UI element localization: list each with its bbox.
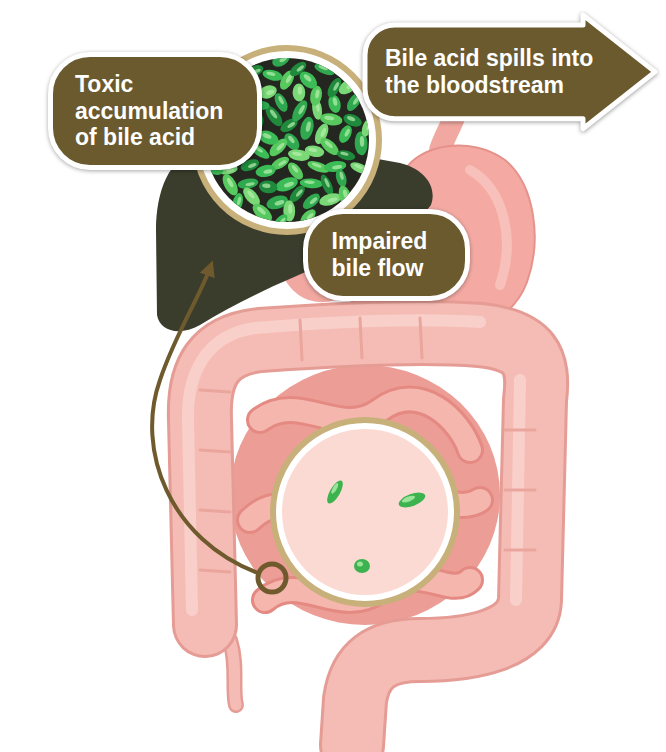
bile-cell [334,168,349,189]
callout-text: Impaired bile flow [332,228,441,282]
bile-cell-highlight [266,71,276,77]
bile-cell-highlight [245,182,255,187]
bile-cell-highlight [345,81,356,91]
bile-cell [270,49,293,70]
bile-cell [287,59,308,79]
bile-cell-highlight [262,132,272,140]
bile-cell-highlight [346,115,356,122]
bile-cell [304,144,325,159]
bile-cell [342,111,364,129]
bile-cell [313,61,337,77]
bile-cell [292,83,305,101]
bile-cell-highlight [323,178,330,189]
zoom-ring [258,564,286,592]
bile-cell-highlight [278,55,288,64]
bile-cell-highlight [309,196,318,205]
bile-cell [336,148,356,162]
bile-cell-highlight [306,212,315,221]
bile-cell-highlight [292,151,302,156]
bile-cell-highlight [366,122,372,131]
bile-cell-highlight [320,127,328,138]
bile-cell-highlight [269,109,279,120]
bile-cell-highlight [297,104,306,115]
bile-cell-highlight [352,96,360,106]
bile-cell [349,160,371,177]
bile-cell-highlight [305,121,312,132]
bile-cell-highlight [304,180,315,184]
bile-cell-highlight [297,86,302,94]
bile-cell-highlight [303,73,313,83]
bile-cell-highlight [277,95,284,105]
bile-cell-highlight [295,188,304,197]
callout-pill: Toxic accumulation of bile acid [48,52,262,171]
bile-cell-highlight [246,189,255,199]
bile-cell-highlight [226,177,235,188]
small-intestine [230,365,500,625]
bile-cell-highlight [247,162,256,169]
bile-cell [289,98,310,124]
bile-cell-highlight [324,140,334,150]
bile-cell-highlight [332,165,343,170]
bile-cell-highlight [274,199,285,206]
callout-arrow: Bile acid spills into the bloodstream [365,15,655,129]
bile-cell-highlight [296,64,305,72]
bile-cell-highlight [236,196,242,205]
bile-cell [319,112,343,127]
arrow-outline [365,15,655,129]
bile-cell [323,160,347,174]
bile-cell [336,184,354,209]
bile-cell-highlight [315,89,321,99]
callout-pill: Impaired bile flow [303,209,470,301]
bile-cell-highlight [283,181,294,189]
bile-cell-highlight [360,136,365,147]
bile-cell-highlight [256,206,267,216]
flow-arrow [152,268,258,573]
bile-cell-highlight [340,151,349,156]
bile-cell-highlight [342,189,349,200]
bile-cell-highlight [327,197,338,204]
bile-cell-highlight [288,204,292,214]
bile-cell [249,200,275,225]
bile-cell-highlight [339,171,345,180]
bile-cell-highlight [354,163,364,170]
bile-cell-highlight [318,64,328,70]
bile-cell-highlight [311,162,322,169]
bile-cell [271,212,290,233]
bile-cell [336,123,354,145]
bile-cell-highlight [291,164,300,173]
bile-cell-highlight [332,97,338,106]
bile-cell-highlight [324,115,335,121]
bile-cell-highlight [278,159,287,166]
callout-text: Bile acid spills into the bloodstream [385,45,615,99]
large-intestine [188,318,536,745]
bile-cell-highlight [308,147,317,152]
bile-cell-highlight [263,169,273,175]
bile-cell [298,115,316,141]
bile-cell [344,90,364,113]
bile-cell [261,68,283,83]
bile-cell [336,74,361,98]
bile-cell [360,117,374,138]
bile-cell [230,192,244,213]
magnified-intestine [273,420,457,604]
bile-cell-highlight [287,135,296,144]
bile-cell-highlight [266,89,275,96]
bile-cell-highlight [262,183,271,188]
bile-cell [258,180,278,195]
callout-text: Toxic accumulation of bile acid [75,71,235,152]
bile-cell-highlight [287,121,296,129]
bile-cell-highlight [278,217,286,226]
bile-cell-highlight [344,128,351,137]
